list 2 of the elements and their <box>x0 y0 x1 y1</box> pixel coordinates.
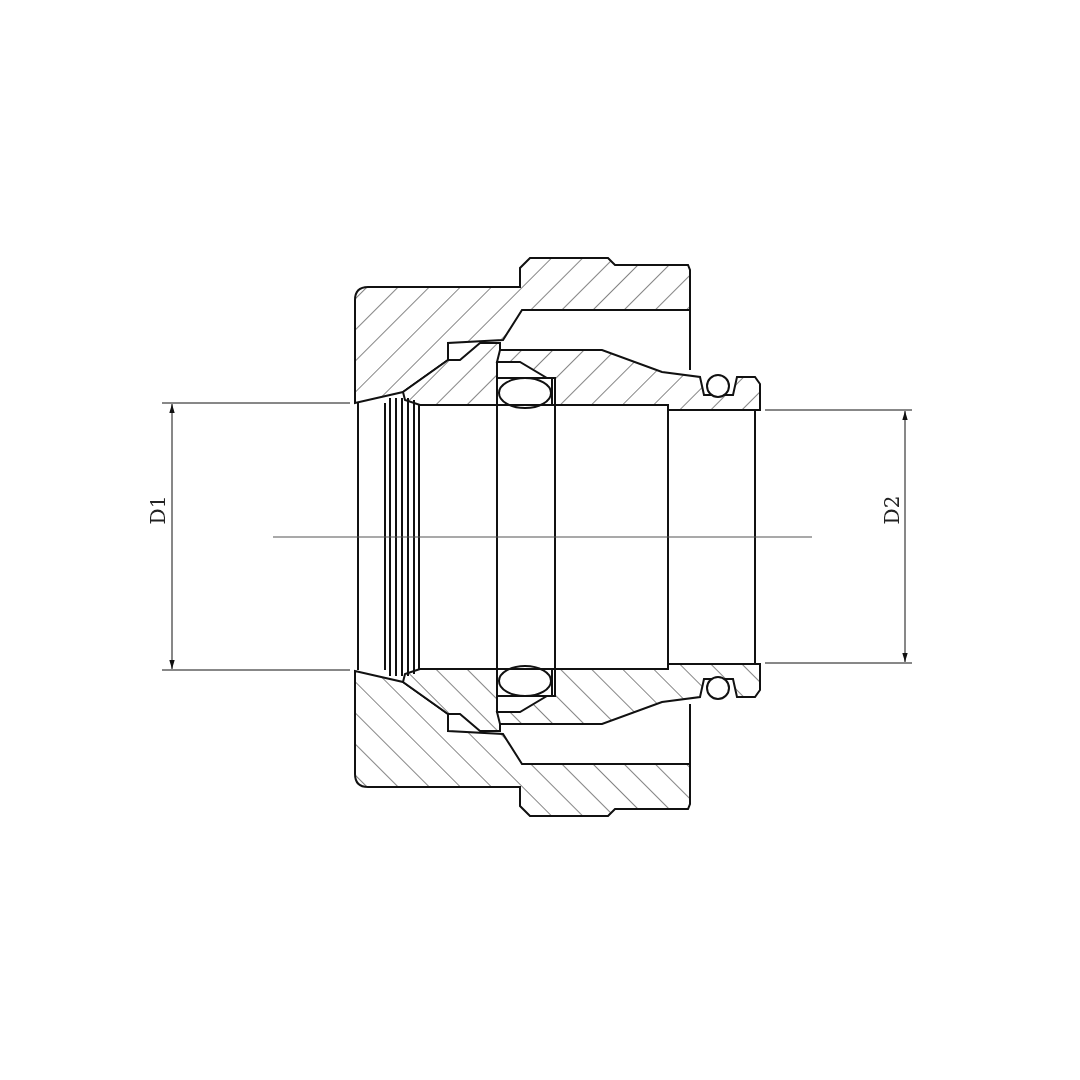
dimension-label: D2 <box>882 495 902 525</box>
dimension-label: D1 <box>148 495 168 525</box>
